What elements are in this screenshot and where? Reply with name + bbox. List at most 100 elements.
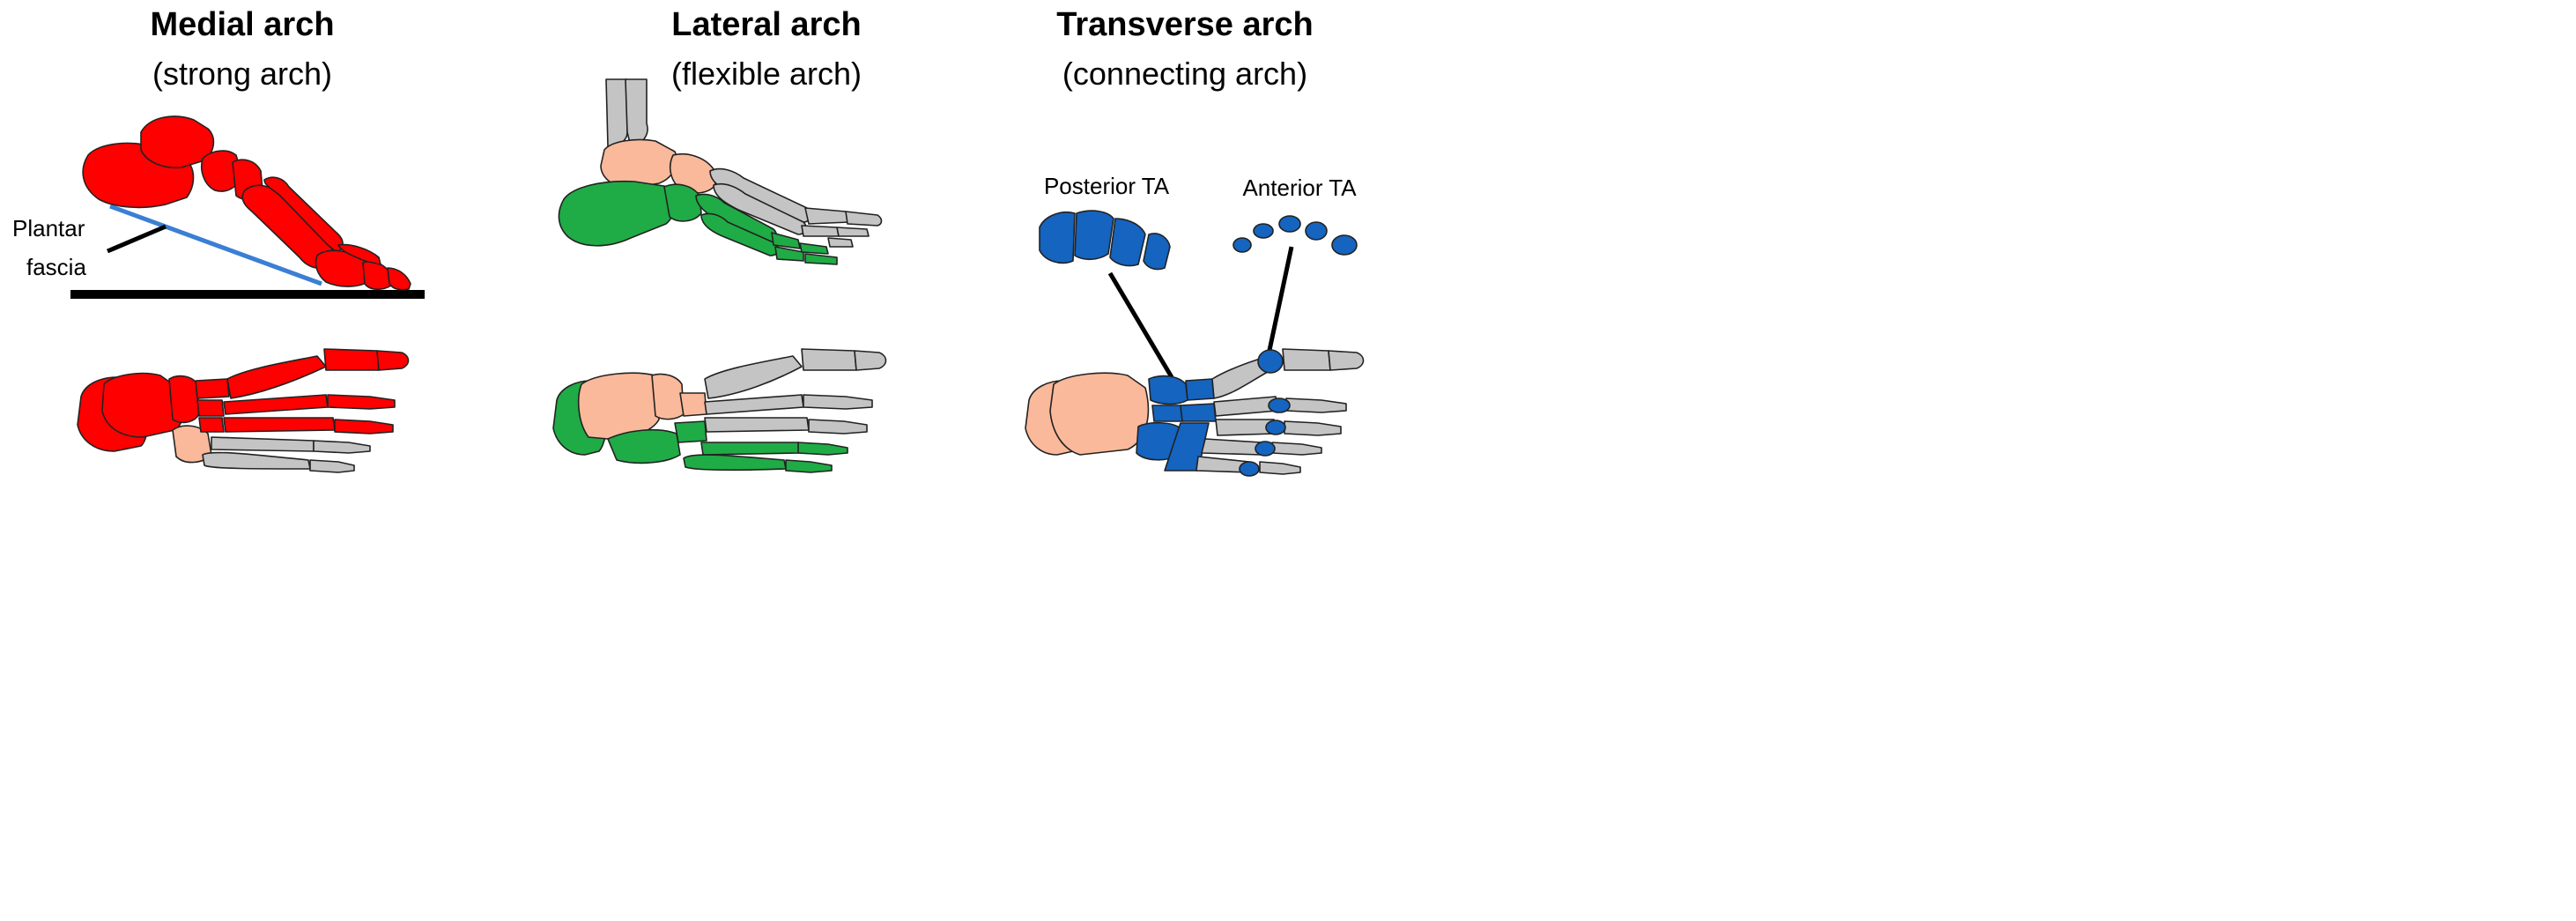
lateral-arch-title: Lateral arch xyxy=(671,6,861,43)
medial-top-toe-2 xyxy=(327,394,396,410)
lateral-side-view xyxy=(558,78,883,265)
transverse-top-head-4 xyxy=(1255,441,1276,457)
medial-side-view: Plantar fascia xyxy=(12,115,425,299)
medial-arch-title: Medial arch xyxy=(150,6,334,43)
anterior-ta-bone-5 xyxy=(1331,234,1358,256)
lateral-top-cuboid-green xyxy=(607,428,681,464)
grey-toe-1 xyxy=(804,207,850,225)
transverse-top-navicular-blue xyxy=(1148,375,1188,405)
distal-phalanx-bone xyxy=(387,267,411,291)
lateral-top-metatarsal-5-green xyxy=(683,454,787,472)
medial-top-metatarsal-1 xyxy=(226,355,327,399)
lateral-top-toe-3 xyxy=(808,419,868,435)
transverse-top-toe-5 xyxy=(1259,461,1301,475)
medial-top-cuneiform-1 xyxy=(195,378,230,399)
anterior-ta-pointer xyxy=(1266,246,1294,355)
proximal-phalanx-bone xyxy=(315,249,371,287)
lateral-top-cuneiform-peach xyxy=(679,392,707,417)
posterior-ta-bones xyxy=(1039,210,1171,271)
grey-toe-4 xyxy=(836,227,870,237)
transverse-top-toe-4 xyxy=(1271,442,1322,456)
posterior-ta-bone-1 xyxy=(1039,212,1076,264)
medial-top-metatarsal-3 xyxy=(223,417,336,433)
transverse-top-head-1 xyxy=(1257,349,1284,374)
transverse-top-cuneiform-blue-2 xyxy=(1151,405,1183,422)
plantar-fascia-pointer xyxy=(107,224,167,254)
lateral-top-metatarsal-2 xyxy=(704,394,804,415)
medial-top-metatarsal-5 xyxy=(202,451,311,470)
grey-toe-5 xyxy=(827,237,854,248)
medial-top-toe-4 xyxy=(313,440,371,454)
grey-toe-3 xyxy=(801,225,840,237)
medial-top-view xyxy=(77,348,410,473)
medial-side-bones xyxy=(82,115,411,291)
fibula-bone xyxy=(625,78,648,147)
anterior-ta-bone-1 xyxy=(1232,237,1252,253)
medial-top-big-toe-proximal xyxy=(323,348,380,371)
lateral-top-talus-peach xyxy=(577,372,660,440)
medial-top-toe-3 xyxy=(334,419,394,435)
anterior-ta-bone-2 xyxy=(1253,223,1274,239)
talus-bone xyxy=(140,115,215,169)
transverse-cross-sections: Posterior TA Anterior TA xyxy=(1039,173,1358,379)
lateral-cuboid-green-bone xyxy=(663,183,702,222)
middle-phalanx-bone xyxy=(362,261,392,291)
lateral-top-toe-4-green xyxy=(797,442,848,456)
tibia-bone xyxy=(605,78,628,148)
posterior-ta-label: Posterior TA xyxy=(1044,173,1170,199)
transverse-arch-title: Transverse arch xyxy=(1056,6,1314,43)
transverse-top-head-2 xyxy=(1268,397,1291,413)
lateral-arch-subtitle: (flexible arch) xyxy=(671,56,862,92)
anterior-ta-bone-4 xyxy=(1305,221,1328,241)
medial-top-cuneiform-2 xyxy=(196,399,225,417)
plantar-fascia-label-line2: fascia xyxy=(26,254,86,280)
lateral-toe-green-1 xyxy=(771,232,801,249)
transverse-top-cuneiform-blue-3 xyxy=(1180,403,1217,422)
transverse-top-head-3 xyxy=(1265,420,1286,435)
medial-top-big-toe-distal xyxy=(376,350,410,371)
transverse-top-view xyxy=(1025,348,1365,477)
transverse-top-metatarsal-2 xyxy=(1213,396,1278,417)
medial-arch-subtitle: (strong arch) xyxy=(152,56,332,92)
transverse-heading: Transverse arch (connecting arch) xyxy=(1056,6,1314,92)
lateral-top-green-cuneiform xyxy=(674,420,707,443)
anterior-ta-bone-3 xyxy=(1278,215,1301,233)
ground-line xyxy=(70,290,425,299)
medial-top-metatarsal-4 xyxy=(211,436,315,452)
transverse-top-talus xyxy=(1049,372,1150,456)
medial-top-metatarsal-2 xyxy=(223,394,329,415)
grey-toe-2 xyxy=(845,211,883,227)
lateral-toe-green-3 xyxy=(799,242,829,255)
lateral-toe-green-2 xyxy=(774,246,804,262)
lateral-top-metatarsal-4-green xyxy=(700,442,801,456)
posterior-ta-bone-4 xyxy=(1143,233,1171,271)
lateral-top-navicular-peach xyxy=(651,373,685,420)
lateral-top-big-toe-proximal xyxy=(801,348,857,371)
plantar-fascia-label-line1: Plantar xyxy=(12,215,85,241)
lateral-cuboid-bone xyxy=(669,153,716,194)
anterior-ta-bones xyxy=(1232,215,1358,256)
transverse-top-big-toe-distal xyxy=(1328,350,1365,371)
transverse-top-metatarsal-4 xyxy=(1201,438,1262,456)
lateral-top-metatarsal-3 xyxy=(704,417,810,433)
transverse-top-head-5 xyxy=(1239,461,1260,477)
lesser-toe-bone xyxy=(337,243,381,265)
foot-arches-diagram: Medial arch (strong arch) Lateral arch (… xyxy=(12,6,1365,477)
lateral-top-metatarsal-1 xyxy=(704,355,803,399)
transverse-top-cuneiform-blue-1 xyxy=(1185,378,1215,401)
posterior-ta-bone-2 xyxy=(1074,210,1114,261)
lateral-top-view xyxy=(552,348,887,473)
medial-top-cuneiform-3 xyxy=(198,417,225,433)
lateral-top-toe-5-green xyxy=(785,459,833,473)
medial-top-toe-5 xyxy=(309,459,355,473)
posterior-ta-pointer xyxy=(1107,271,1174,379)
transverse-top-big-toe-proximal xyxy=(1282,348,1331,371)
transverse-arch-subtitle: (connecting arch) xyxy=(1062,56,1307,92)
lateral-top-big-toe-distal xyxy=(854,350,887,371)
lateral-calcaneus-bone xyxy=(558,180,677,247)
lateral-heading: Lateral arch (flexible arch) xyxy=(671,6,862,92)
anterior-ta-label: Anterior TA xyxy=(1242,175,1357,201)
posterior-ta-bone-3 xyxy=(1109,218,1146,267)
medial-heading: Medial arch (strong arch) xyxy=(150,6,334,92)
lateral-top-toe-2 xyxy=(803,394,873,410)
